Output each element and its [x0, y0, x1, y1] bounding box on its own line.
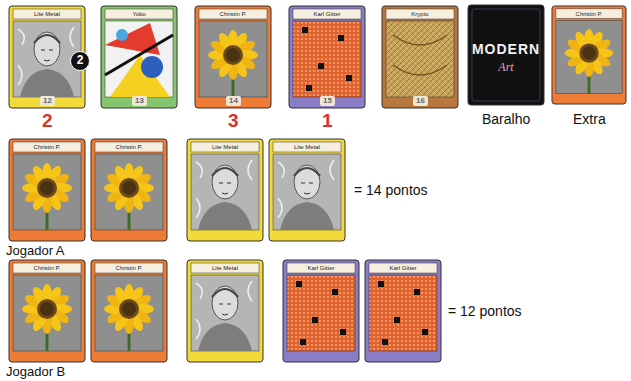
card-count: 16 [413, 96, 428, 106]
art-card: Christin P. [8, 259, 86, 363]
art-card: Krypto 16 [381, 5, 459, 109]
artist-name: Christin P. [95, 263, 163, 273]
card-count: 13 [132, 96, 147, 106]
count-badge: 2 [70, 51, 90, 71]
artist-name: Christin P. [199, 9, 267, 19]
card-deck: MODERN Art [468, 5, 544, 105]
card-count: 15 [320, 96, 335, 106]
artist-name: Karl Gitter [293, 9, 361, 19]
art-card: Christin P. [90, 259, 168, 363]
artist-name: Christin P. [556, 9, 622, 19]
card-count: 12 [40, 96, 55, 106]
art-card: Christin P. [90, 138, 168, 242]
callout-number: 1 [322, 111, 333, 131]
player-label: Jogador A [6, 243, 65, 258]
art-card: Christin P. 14 [194, 5, 272, 109]
art-card: Karl Gitter [282, 259, 360, 363]
callout-number: 2 [42, 111, 53, 131]
artist-name: Yoko [105, 9, 173, 19]
art-card: Yoko 13 [100, 5, 178, 109]
pile-label: Extra [573, 111, 606, 128]
deck-title: MODERN [468, 41, 544, 57]
artist-name: Krypto [386, 9, 454, 19]
artist-name: Karl Gitter [287, 263, 355, 273]
score-label: = 14 pontos [354, 182, 428, 199]
art-card: Lite Metal [186, 259, 264, 363]
art-card: Lite Metal [268, 138, 346, 242]
pile-label: Baralho [482, 111, 530, 128]
art-card: Lite Metal 12 2 [8, 5, 86, 109]
artist-name: Christin P. [13, 263, 81, 273]
art-card: Christin P. [8, 138, 86, 242]
badge-number: 2 [71, 52, 89, 69]
artist-name: Lite Metal [13, 9, 81, 19]
player-label: Jogador B [6, 364, 65, 379]
score-label: = 12 pontos [448, 303, 522, 320]
callout-number: 3 [228, 111, 239, 131]
artist-name: Karl Gitter [369, 263, 437, 273]
artist-name: Lite Metal [273, 142, 341, 152]
artist-name: Christin P. [13, 142, 81, 152]
art-card: Karl Gitter 15 [288, 5, 366, 109]
deck-title: Art [468, 60, 544, 74]
card-count: 14 [226, 96, 241, 106]
art-card: Christin P. [551, 5, 627, 105]
artist-name: Christin P. [95, 142, 163, 152]
art-card: Karl Gitter [364, 259, 442, 363]
art-card: Lite Metal [186, 138, 264, 242]
artist-name: Lite Metal [191, 142, 259, 152]
artist-name: Lite Metal [191, 263, 259, 273]
